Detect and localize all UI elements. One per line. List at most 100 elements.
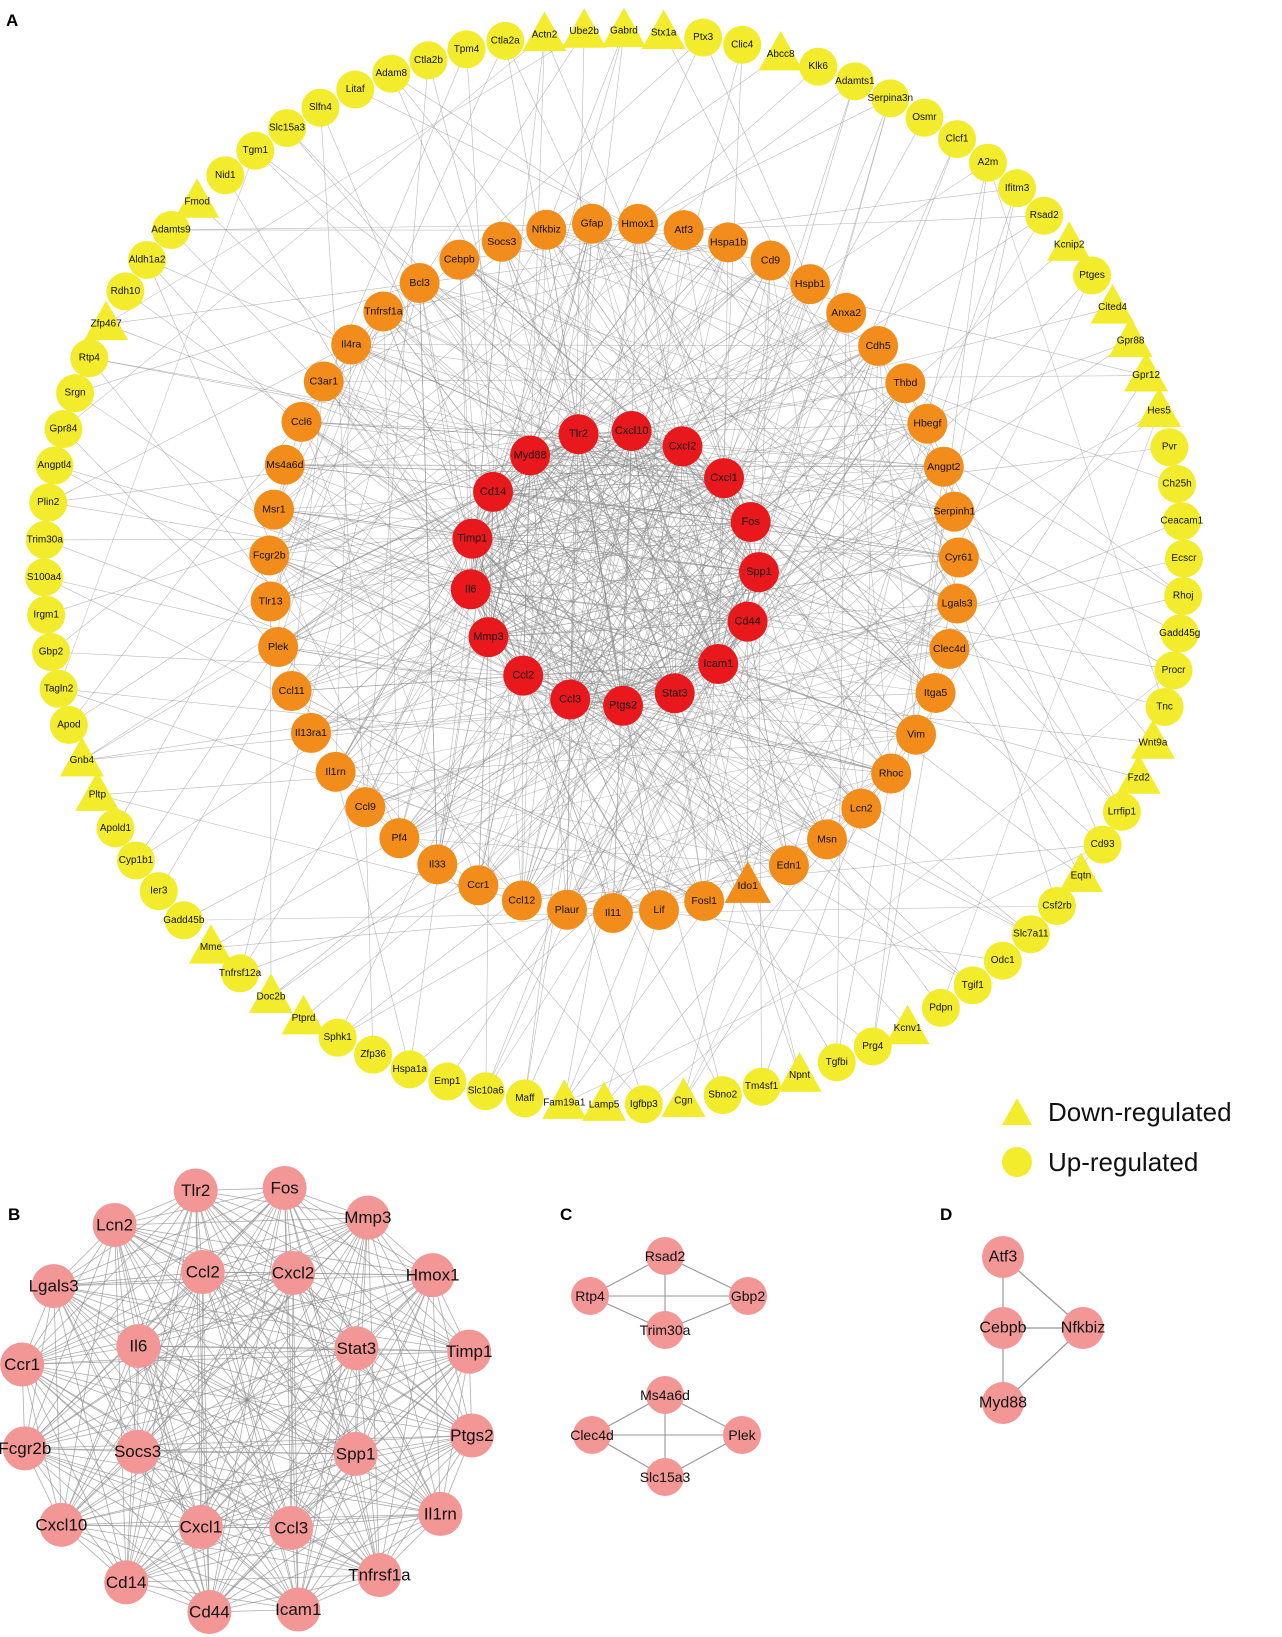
panel-a-middle-node-shape — [290, 712, 331, 753]
panel-a-edge — [987, 162, 1165, 708]
panel-a-outer-node-shape — [1145, 687, 1184, 726]
panel-a-outer-node-shape — [354, 1035, 393, 1074]
panel-a-edge — [383, 311, 632, 432]
panel-a-outer-node-label: Adamts1 — [835, 76, 875, 87]
panel-a-middle-node-shape — [379, 818, 420, 859]
panel-a-outer-node-label: Tpm4 — [454, 44, 480, 55]
panel-a-outer-node-label: Aldh1a2 — [129, 254, 166, 265]
panel-b-node-shape — [39, 1502, 84, 1547]
panel-a-outer-node-shape — [1164, 539, 1203, 578]
panel-a-edge — [459, 259, 494, 492]
panel-a-outer-node-shape — [39, 669, 78, 708]
panel-a-outer-node-label: Actn2 — [532, 30, 558, 41]
panel-a-edge — [612, 139, 958, 914]
panel-a-outer-node-label: Stx1a — [651, 28, 677, 39]
panel-c-node-rtp4: Rtp4 — [571, 1277, 609, 1315]
panel-a-outer-node-label: Procr — [1162, 665, 1187, 676]
panel-a-outer-node-label: Tm4sf1 — [745, 1081, 779, 1092]
panel-a-edge — [872, 466, 945, 1047]
panel-a-edge — [273, 509, 471, 590]
panel-a-outer-node-shape — [723, 25, 762, 64]
panel-a-outer-node-label: Ier3 — [150, 886, 168, 897]
panel-a-outer-node-ier3: Ier3 — [139, 872, 178, 911]
panel-a-edge — [301, 421, 579, 435]
panel-a-edge — [492, 491, 675, 694]
panel-a-middle-node-shape — [638, 890, 679, 931]
panel-b-node-label: Timp1 — [446, 1342, 493, 1361]
panel-a-edge — [399, 383, 906, 839]
panel-a-edge — [210, 837, 400, 948]
panel-a-core-node-shape — [730, 502, 771, 543]
panel-a-edge — [492, 491, 571, 700]
panel-a-edge — [521, 31, 625, 901]
panel-a-outer-node-label: Cyp1b1 — [119, 855, 154, 866]
panel-a-edge — [663, 32, 958, 604]
panel-a-edge — [488, 636, 724, 1096]
panel-b-node-label: Tlr2 — [181, 1181, 210, 1200]
panel-a-core-node-label: Cd44 — [734, 616, 760, 628]
panel-a-edge — [291, 382, 906, 692]
panel-a-edge — [529, 242, 729, 456]
panel-a-outer-node-shape — [1160, 614, 1199, 653]
panel-a-edge — [569, 283, 811, 700]
panel-a-core-node-fos: Fos — [730, 502, 771, 543]
panel-a-edge — [488, 636, 624, 707]
panel-b-node-shape — [357, 1553, 402, 1598]
panel-a-outer-node-shape — [998, 169, 1037, 208]
panel-b-node-label: Ptgs2 — [450, 1426, 493, 1445]
panel-a-outer-node-ifitm3: Ifitm3 — [998, 169, 1037, 208]
panel-a-edge — [391, 73, 749, 887]
panel-b-edge — [22, 1364, 356, 1455]
panel-a-outer-node-cited4: Cited4 — [1090, 284, 1135, 324]
panel-a-outer-node-label: Tagln2 — [44, 683, 74, 694]
panel-b-node-label: Lgals3 — [29, 1277, 79, 1296]
panel-a-edge — [758, 98, 891, 573]
panel-c-node-ms4a6d: Ms4a6d — [640, 1376, 690, 1414]
panel-b-node-shape — [104, 1560, 149, 1605]
panel-a-middle-node-lgals3: Lgals3 — [937, 583, 978, 624]
panel-a-outer-node-shape — [409, 41, 448, 80]
panel-a-edge — [723, 477, 955, 512]
panel-a-middle-node-vim: Vim — [896, 714, 937, 755]
panel-a-edge — [524, 430, 632, 1099]
panel-a-outer-node-shape — [116, 841, 155, 880]
panel-a-outer-node-lamp5: Lamp5 — [582, 1081, 627, 1121]
panel-a-core-node-il6: Il6 — [450, 569, 491, 610]
panel-b-edge — [200, 1217, 369, 1528]
panel-a-edge — [658, 139, 958, 911]
panel-a-outer-node-label: S100a4 — [27, 572, 62, 583]
panel-a-middle-node-shape — [303, 361, 344, 402]
panel-b-edge — [195, 1190, 292, 1529]
panel-a-edge — [459, 259, 959, 558]
panel-a-outer-node-tnfrsf12a: Tnfrsf12a — [219, 954, 262, 993]
panel-a-edge — [521, 284, 811, 901]
panel-a-core-node-shape — [704, 458, 745, 499]
panel-a-outer-node-shape — [582, 1081, 627, 1121]
panel-b-edge — [53, 1271, 203, 1287]
panel-b-edge — [355, 1351, 470, 1455]
panel-a-edge — [470, 589, 1032, 935]
panel-b-edge — [209, 1348, 357, 1613]
panel-a-outer-node-shape — [1108, 317, 1153, 358]
panel-a-edge — [364, 60, 429, 808]
panel-a-outer-node-shape — [59, 736, 104, 777]
panel-a-core-node-shape — [727, 601, 768, 642]
panel-a-edge — [826, 734, 917, 840]
panel-a-outer-node-sphk1: Sphk1 — [318, 1018, 357, 1057]
panel-a-edge — [323, 375, 1147, 382]
panel-a-edge — [529, 455, 719, 665]
panel-a-outer-node-serpina3n: Serpina3n — [868, 79, 913, 118]
panel-b-edge — [126, 1527, 292, 1583]
panel-a-edge — [478, 773, 892, 886]
panel-a-edge — [284, 464, 473, 539]
panel-a-core-node-cxcl10: Cxcl10 — [611, 411, 652, 452]
panel-a-edge — [521, 44, 743, 901]
panel-a-edge — [68, 260, 771, 726]
panel-a-middle-node-shape — [937, 583, 978, 624]
panel-a-edge — [391, 73, 928, 424]
panel-b-edge — [61, 1217, 369, 1526]
panel-a-edge — [383, 311, 531, 456]
panel-a-edge — [278, 646, 1153, 744]
panel-a-outer-node-shape — [466, 1072, 505, 1111]
panel-b-node-cd14: Cd14 — [104, 1560, 149, 1605]
